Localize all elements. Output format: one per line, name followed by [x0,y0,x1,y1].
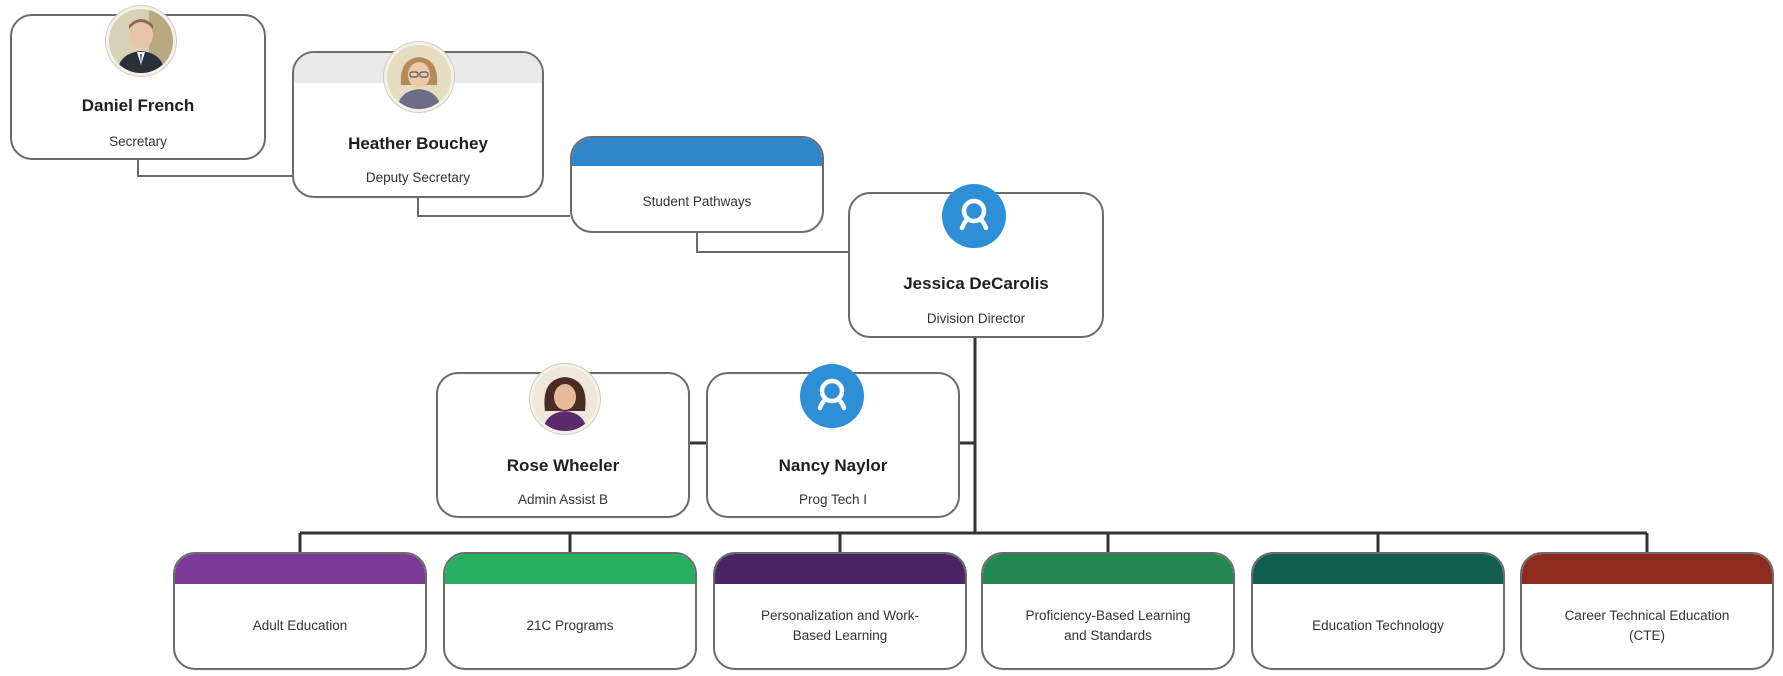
card-header-band [445,554,695,584]
card-header-band [983,554,1233,584]
card-cte[interactable]: Career Technical Education (CTE) [1520,552,1774,670]
unit-name: Student Pathways [642,194,752,209]
unit-name-line1: Education Technology [1312,618,1444,633]
avatar-heather-bouchey [384,42,454,112]
person-title: Division Director [926,311,1026,326]
avatar-rose-wheeler [530,364,600,434]
card-header-band [1253,554,1503,584]
person-name: Rose Wheeler [506,456,620,475]
avatar-daniel-french [106,6,176,76]
unit-name: Proficiency-Based Learning and Standards [993,606,1223,646]
unit-name-line2: (CTE) [1629,628,1665,643]
person-name: Daniel French [81,96,195,115]
card-header-band [715,554,965,584]
photo-woman-glasses-icon [387,45,451,109]
person-title: Prog Tech I [798,492,868,507]
upper-connectors [137,160,848,253]
unit-name-line2: Based Learning [792,628,888,643]
card-adult-education[interactable]: Adult Education [173,552,427,670]
person-name: Jessica DeCarolis [903,274,1049,293]
card-student-pathways[interactable]: Student Pathways [570,136,824,233]
unit-name: Personalization and Work- Based Learning [725,606,955,646]
person-title: Secretary [109,134,167,149]
card-header-band [1522,554,1772,584]
connector-pathways-decarolis [696,233,848,253]
person-title: Deputy Secretary [365,170,471,185]
unit-name-line1: Adult Education [252,618,348,633]
person-title: Admin Assist B [517,492,609,507]
unit-name-line1: Career Technical Education [1564,608,1730,623]
person-search-icon [800,364,864,428]
card-header-band [175,554,425,584]
card-personalization[interactable]: Personalization and Work- Based Learning [713,552,967,670]
card-header-band [572,138,822,166]
card-proficiency[interactable]: Proficiency-Based Learning and Standards [981,552,1235,670]
person-name: Nancy Naylor [778,456,888,475]
person-name: Heather Bouchey [348,134,488,153]
unit-name-line1: Proficiency-Based Learning [1025,608,1191,623]
card-education-technology[interactable]: Education Technology [1251,552,1505,670]
person-search-icon [942,184,1006,248]
unit-name: Career Technical Education (CTE) [1532,606,1762,646]
unit-name: 21C Programs [455,616,685,636]
connector-bouchey-pathways [417,198,570,217]
photo-man-suit-icon [109,9,173,73]
unit-name: Adult Education [185,616,415,636]
connector-french-bouchey [137,160,292,177]
unit-name-line2: and Standards [1064,628,1152,643]
card-21c-programs[interactable]: 21C Programs [443,552,697,670]
unit-name: Education Technology [1263,616,1493,636]
unit-name-line1: Personalization and Work- [760,608,920,623]
photo-woman-dark-hair-icon [533,367,597,431]
unit-name-line1: 21C Programs [526,618,614,633]
